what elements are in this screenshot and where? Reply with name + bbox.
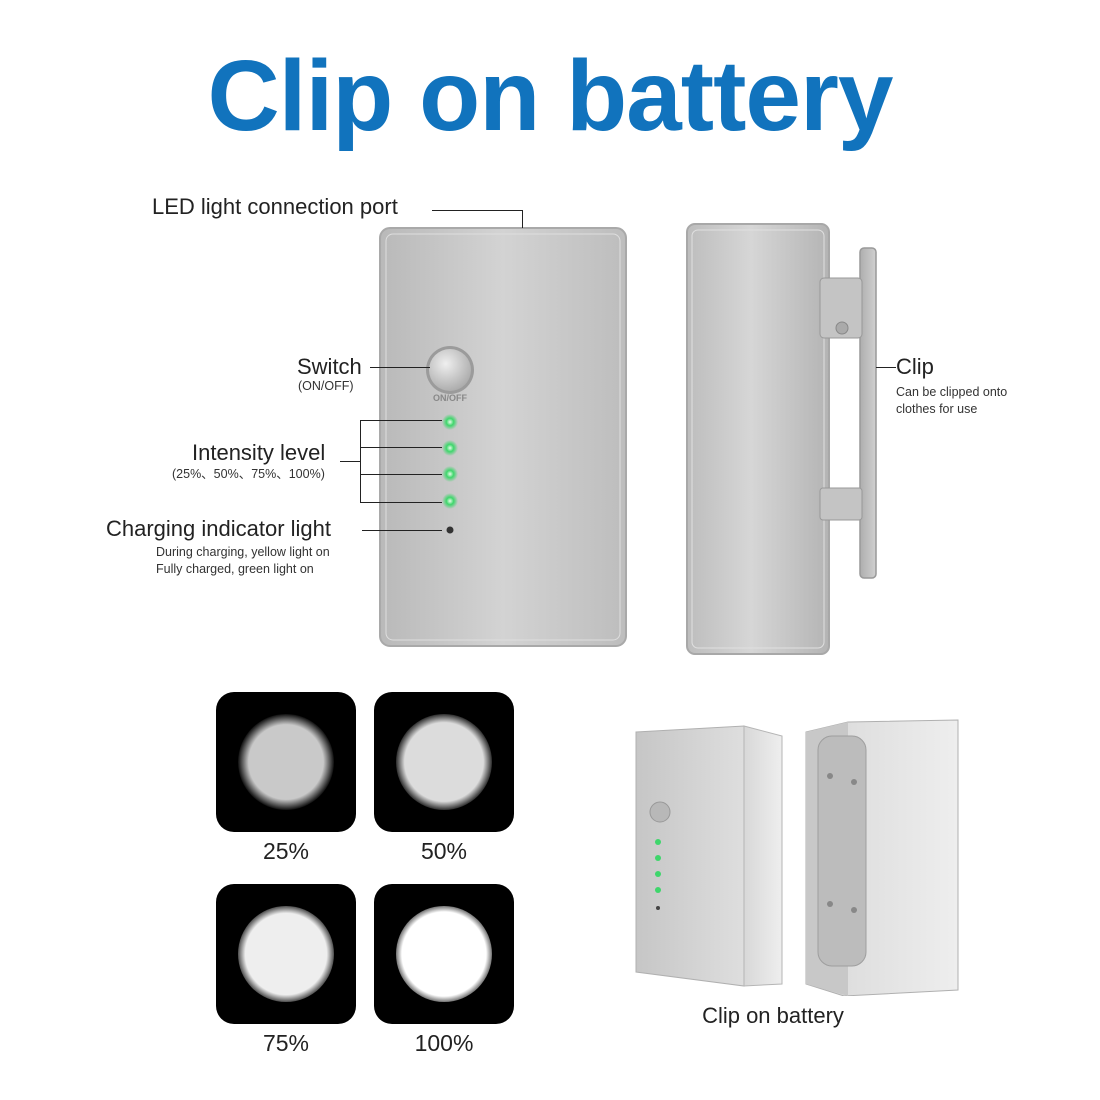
brightness-tile-25 [216,692,356,832]
battery-side-view [686,223,877,655]
switch-label: Switch [297,354,362,379]
charging-label: Charging indicator light [106,516,332,541]
led-indicator-icon [442,414,458,509]
battery-pair-perspective [635,719,959,996]
power-button-icon[interactable] [426,346,474,394]
charging-sublabel-1: During charging, yellow light on [156,545,330,559]
charging-indicator-icon [446,526,454,534]
battery-front-view: ON/OFF [379,227,627,647]
brightness-tile-75 [216,884,356,1024]
intensity-label: Intensity level [192,440,326,465]
brightness-label-75: 75% [262,1030,310,1056]
charging-sublabel-2: Fully charged, green light on [156,562,314,576]
intensity-sublabel: (25%、50%、75%、100%) [172,467,325,481]
product-caption: Clip on battery [702,1003,844,1028]
clip-sublabel-1: Can be clipped onto [896,385,1008,399]
brightness-tile-50 [374,692,514,832]
page-title: Clip on battery [207,40,893,152]
switch-sublabel: (ON/OFF) [298,379,354,393]
brightness-tile-100 [374,884,514,1024]
brightness-label-100: 100% [414,1030,474,1056]
clip-label: Clip [896,354,934,379]
brightness-label-25: 25% [262,838,310,864]
clip-icon[interactable] [819,247,877,579]
port-label: LED light connection port [152,194,398,219]
button-label: ON/OFF [433,393,467,403]
brightness-label-50: 50% [420,838,468,864]
clip-sublabel-2: clothes for use [896,402,978,416]
